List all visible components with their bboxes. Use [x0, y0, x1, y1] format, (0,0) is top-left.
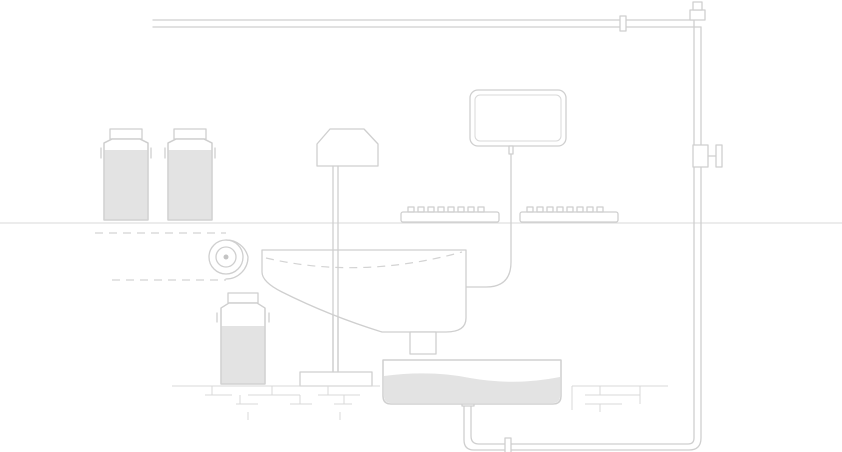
milk-can-icon [164, 128, 216, 221]
valve-icon [692, 144, 723, 168]
display-monitor-icon [465, 89, 567, 288]
milk-can-icon [100, 128, 152, 221]
conveyor-belt-icon [95, 232, 249, 281]
return-pipe-icon [461, 399, 513, 452]
bottle-rack-icon [519, 206, 619, 223]
collection-basin-icon [382, 359, 562, 405]
brick-floor-icon [571, 385, 668, 412]
brick-floor-icon [172, 385, 380, 420]
bottle-rack-icon [400, 206, 500, 223]
water-pipe-icon [152, 1, 706, 451]
processing-tank-icon [261, 249, 467, 373]
milk-can-icon [216, 292, 270, 385]
